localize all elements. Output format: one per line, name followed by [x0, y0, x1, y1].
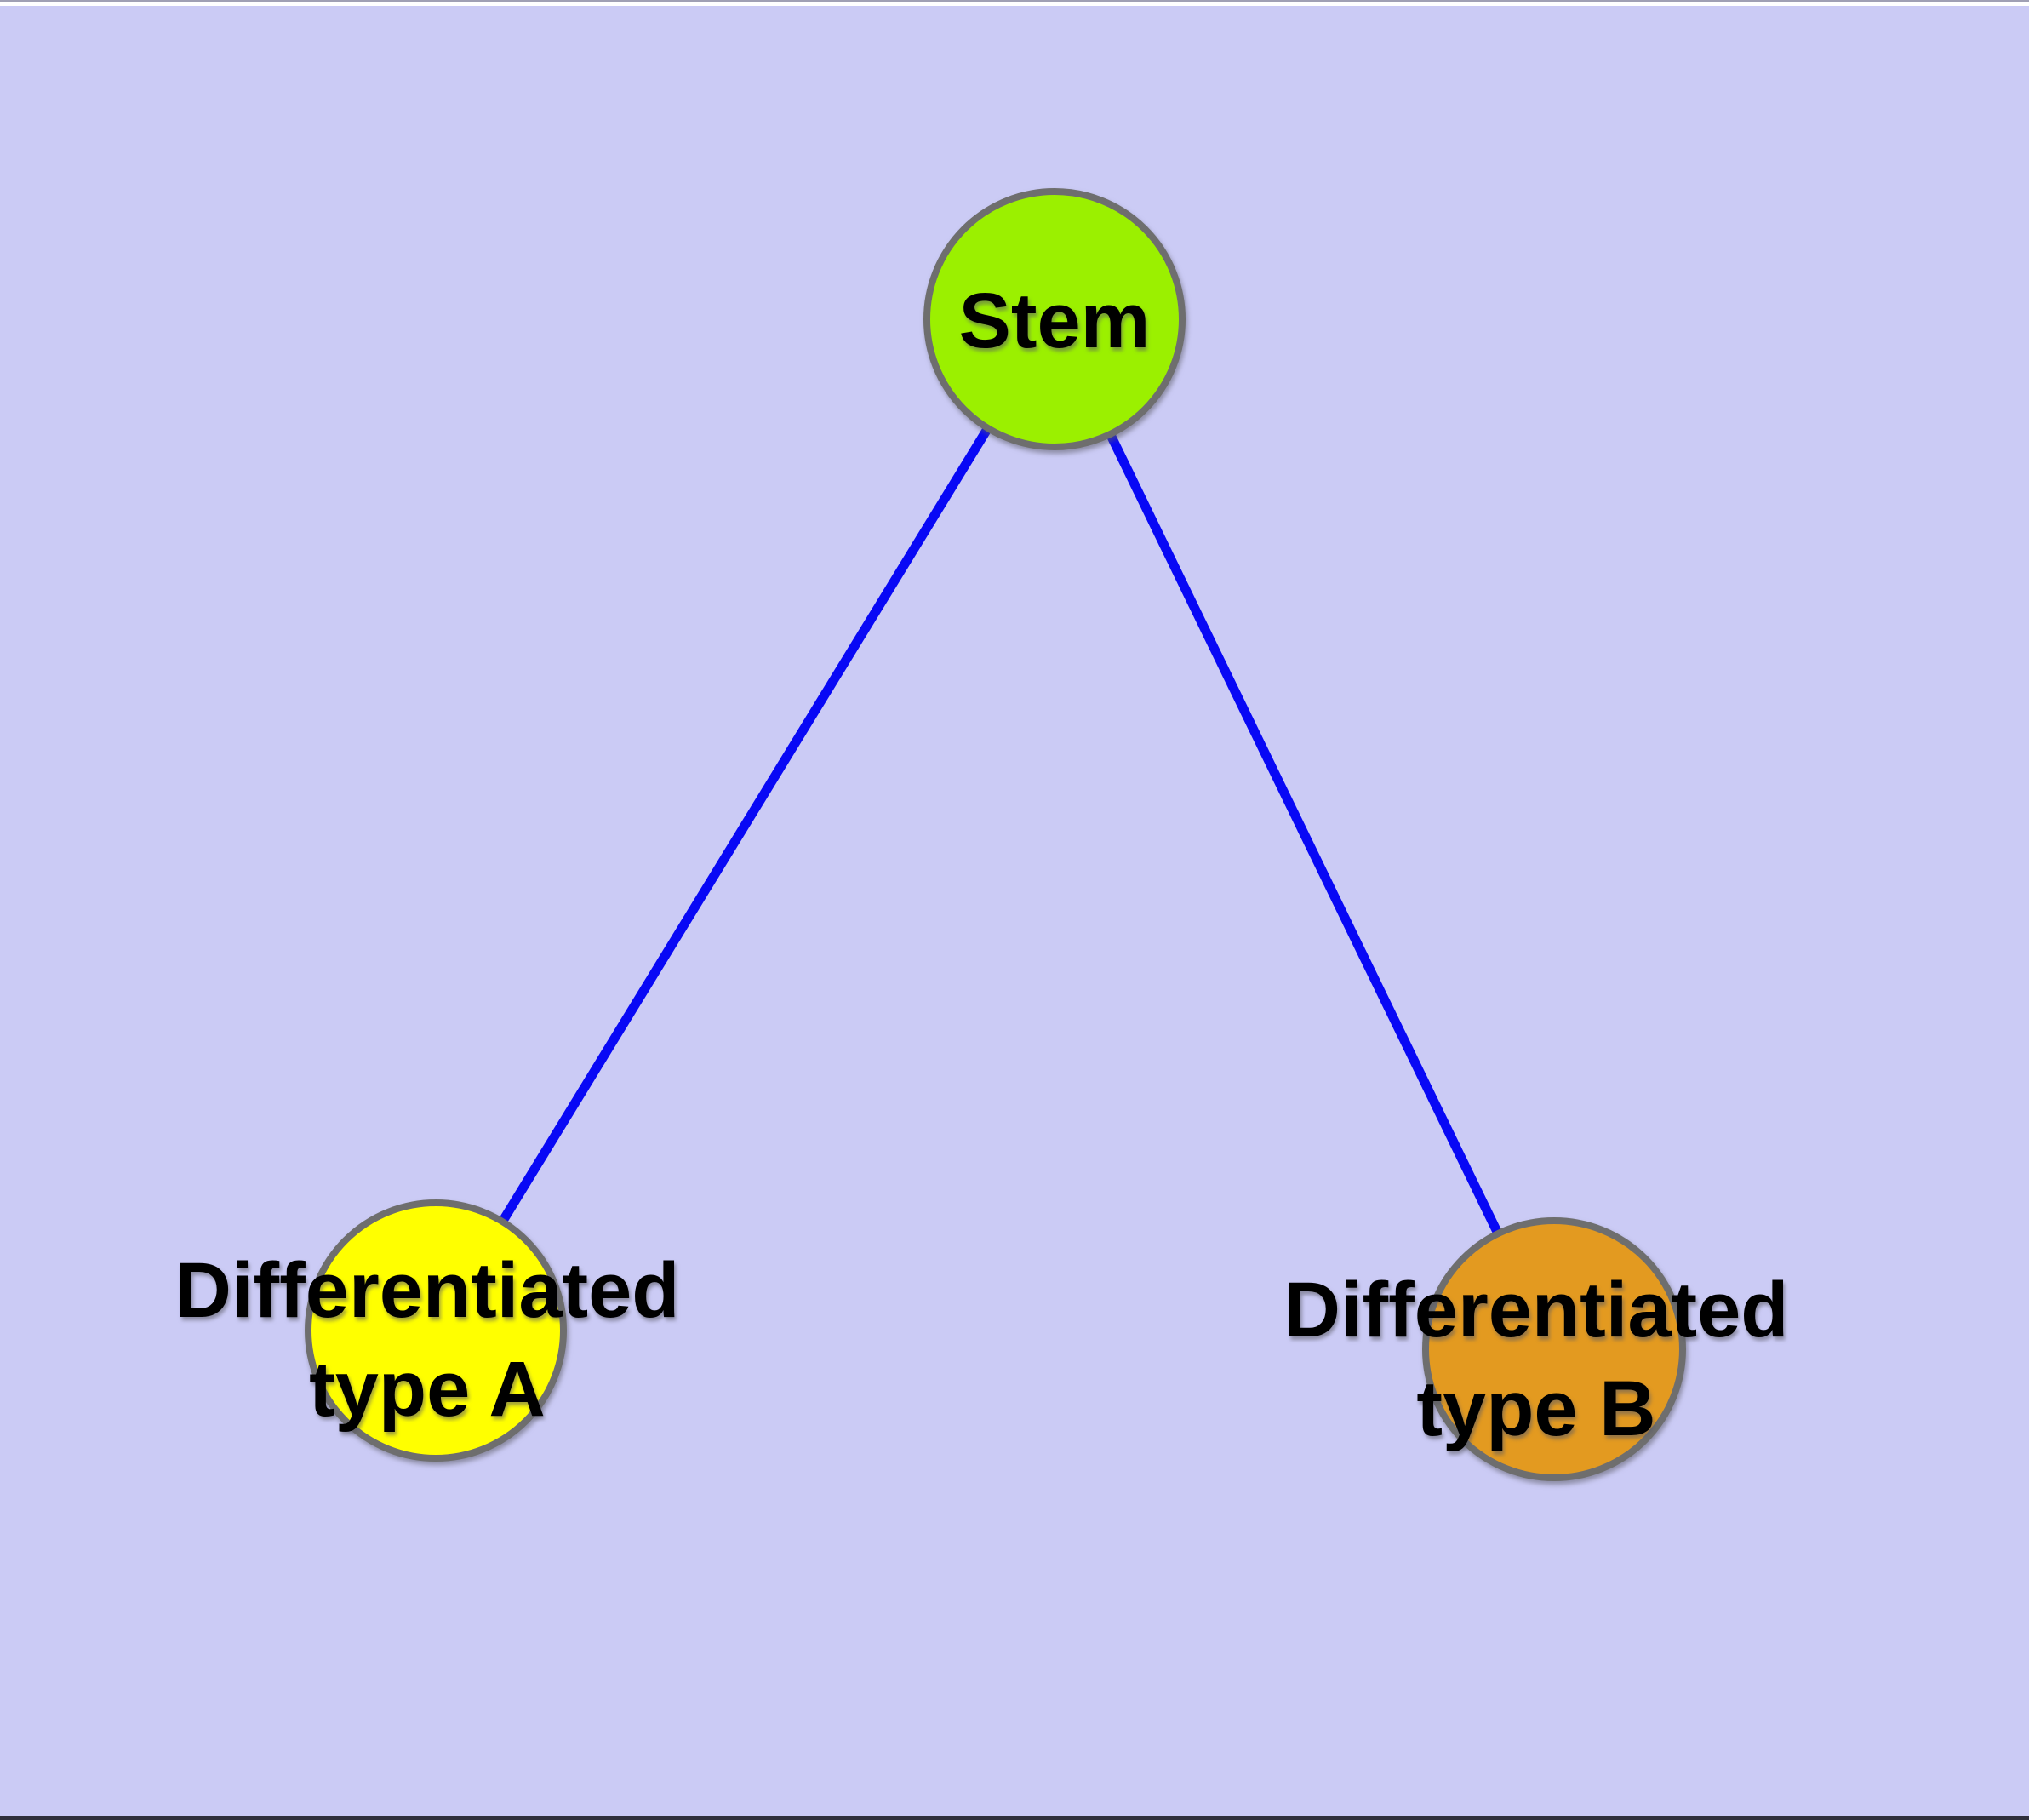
node-stem-label: Stem: [959, 278, 1151, 364]
edge-stem-to-type-a: [432, 317, 1059, 1333]
node-type-b-label-line2: type B: [1416, 1365, 1655, 1452]
node-type-a-label-line2: type A: [309, 1346, 546, 1433]
node-stem[interactable]: [923, 188, 1186, 450]
bottom-edge-shadow-line: [0, 1816, 2029, 1820]
node-type-a-label-line1: Differentiated: [175, 1247, 680, 1334]
top-edge-shadow-line: [0, 0, 2029, 2]
top-edge-highlight-line: [0, 2, 2029, 6]
node-differentiated-type-a[interactable]: [305, 1199, 567, 1462]
node-differentiated-type-b[interactable]: [1422, 1217, 1686, 1481]
node-type-b-label-line1: Differentiated: [1284, 1267, 1789, 1354]
edge-stem-to-type-b: [1050, 317, 1558, 1352]
